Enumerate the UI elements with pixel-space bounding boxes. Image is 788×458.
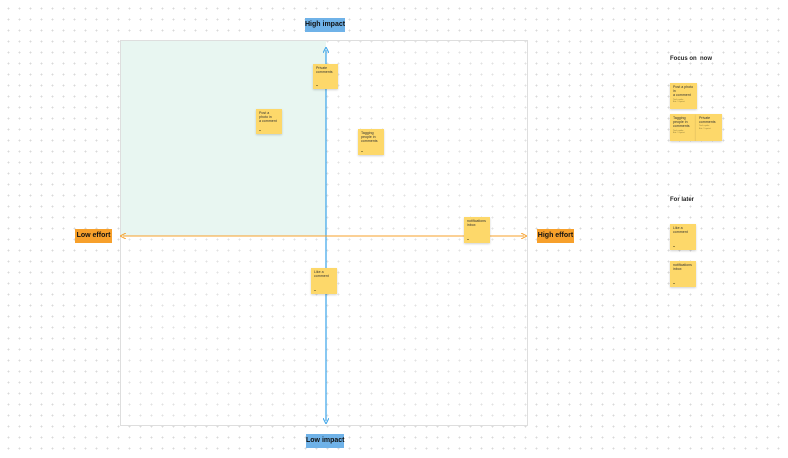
focus-note-tagging-people[interactable]: Tagging people in comments Tech spike Es… [670, 114, 696, 141]
high-impact-label: High impact [305, 18, 345, 32]
sticky-note-meta: Tech spike Est: 1 sprint [699, 125, 711, 131]
sticky-note-text: Tagging people in comments [361, 131, 378, 144]
sticky-note-text: Private comments [316, 66, 333, 75]
low-impact-label: Low impact [306, 434, 345, 448]
high-effort-label: High effort [537, 229, 574, 243]
quick-wins-quadrant [121, 41, 326, 236]
note-author-dot [467, 239, 469, 240]
sticky-note-meta: Tech spike Est: 1 sprint [673, 129, 685, 135]
sticky-note-text: notifications inbox [673, 263, 692, 272]
note-author-dot [314, 290, 316, 291]
focus-now-title: Focus on now [670, 56, 712, 62]
sticky-note-text: Tagging people in comments [673, 116, 690, 129]
sticky-note-text: Post a photo in a comment [673, 85, 694, 98]
sticky-note-text: Private comments [699, 116, 716, 125]
later-note-notifications-inbox[interactable]: notifications inbox [670, 261, 696, 287]
sticky-note-like-comment[interactable]: Like a comment [311, 268, 337, 294]
for-later-title: For later [670, 197, 695, 203]
sticky-note-text: Like a comment [314, 270, 329, 279]
later-note-like-comment[interactable]: Like a comment [670, 224, 696, 250]
sticky-note-private-comments[interactable]: Private comments [313, 64, 338, 89]
sticky-note-notifications-inbox[interactable]: notifications inbox [464, 217, 490, 243]
focus-note-private-comments[interactable]: Private comments Tech spike Est: 1 sprin… [696, 114, 722, 141]
note-author-dot [361, 151, 363, 152]
focus-note-post-photo[interactable]: Post a photo in a comment Tech spike Est… [670, 83, 697, 109]
note-author-dot [673, 246, 675, 247]
sticky-note-post-photo[interactable]: Post a photo in a comment [256, 109, 282, 134]
sticky-note-tagging-people[interactable]: Tagging people in comments [358, 129, 384, 155]
sticky-note-meta: Tech spike Est: 1 sprint [673, 98, 685, 104]
note-author-dot [316, 85, 318, 86]
note-author-dot [673, 283, 675, 284]
note-author-dot [259, 130, 261, 131]
sticky-note-text: Post a photo in a comment [259, 111, 277, 124]
sticky-note-text: notifications inbox [467, 219, 486, 228]
sticky-note-text: Like a comment [673, 226, 688, 235]
low-effort-label: Low effort [75, 229, 112, 243]
